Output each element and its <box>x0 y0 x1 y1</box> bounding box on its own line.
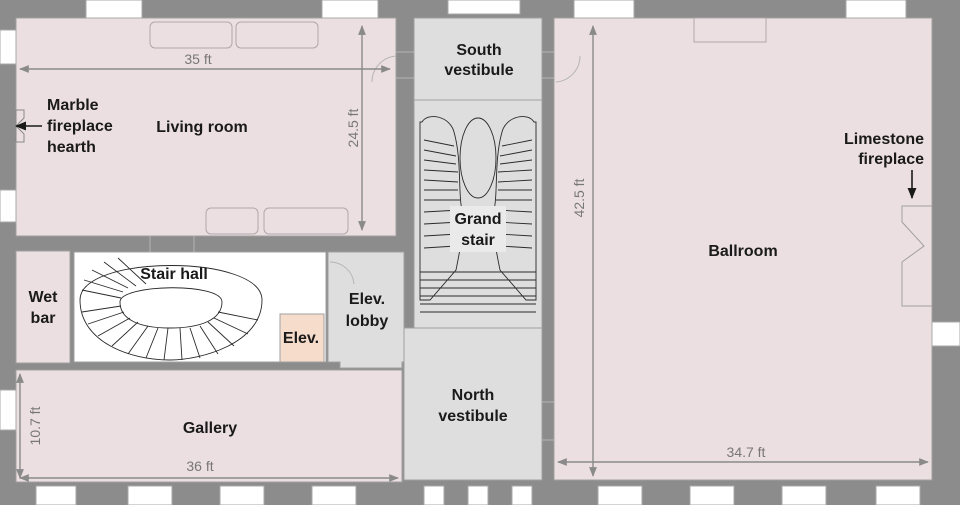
gallery-width-label: 36 ft <box>186 458 213 474</box>
wet-bar <box>15 250 71 364</box>
elevator-lobby <box>327 251 411 369</box>
dimension-lines <box>16 25 929 482</box>
grand-stair <box>419 116 537 313</box>
living-room-label: Living room <box>156 119 248 136</box>
elevator <box>279 313 325 363</box>
gallery-depth-label: 10.7 ft <box>27 406 43 445</box>
marble-fireplace-label-line1: Marble <box>47 97 99 114</box>
grand-stair-label-line1: Grand <box>454 211 501 228</box>
limestone-fireplace-label-line1: Limestone <box>844 131 924 148</box>
limestone-fireplace-label-line2: fireplace <box>858 151 924 168</box>
elevator-lobby-label-line2: lobby <box>346 313 389 330</box>
grand-stair-label-bg <box>450 206 506 252</box>
elevator-label: Elev. <box>283 330 319 347</box>
stair-hall <box>73 251 327 363</box>
sofas <box>149 17 767 235</box>
grand-stair-label-line2: stair <box>461 232 495 249</box>
living-room <box>15 17 397 237</box>
ballroom-width-label: 34.7 ft <box>727 444 766 460</box>
south-vestibule-label-line2: vestibule <box>444 62 513 79</box>
wet-bar-label-line2: bar <box>31 310 56 327</box>
curved-stair <box>79 257 263 361</box>
doors <box>149 51 581 441</box>
stair-hall-label: Stair hall <box>140 266 208 283</box>
north-vestibule <box>403 327 543 481</box>
north-vestibule-label-line1: North <box>452 387 495 404</box>
ballroom-depth-label: 42.5 ft <box>571 178 587 217</box>
ballroom <box>553 17 933 481</box>
elevator-lobby-label-line1: Elev. <box>349 291 385 308</box>
south-vestibule-label-line1: South <box>456 42 501 59</box>
living-room-width-label: 35 ft <box>184 51 211 67</box>
wet-bar-label-line1: Wet <box>28 289 58 306</box>
south-vestibule <box>413 17 543 101</box>
marble-fireplace-label-line3: hearth <box>47 139 96 156</box>
gallery-label: Gallery <box>183 420 237 437</box>
north-vestibule-label-line2: vestibule <box>438 408 507 425</box>
limestone-fireplace <box>901 205 933 307</box>
marble-fireplace-label-line2: fireplace <box>47 118 113 135</box>
living-room-depth-label: 24.5 ft <box>345 108 361 147</box>
ballroom-label: Ballroom <box>708 243 777 260</box>
gallery <box>15 369 403 483</box>
